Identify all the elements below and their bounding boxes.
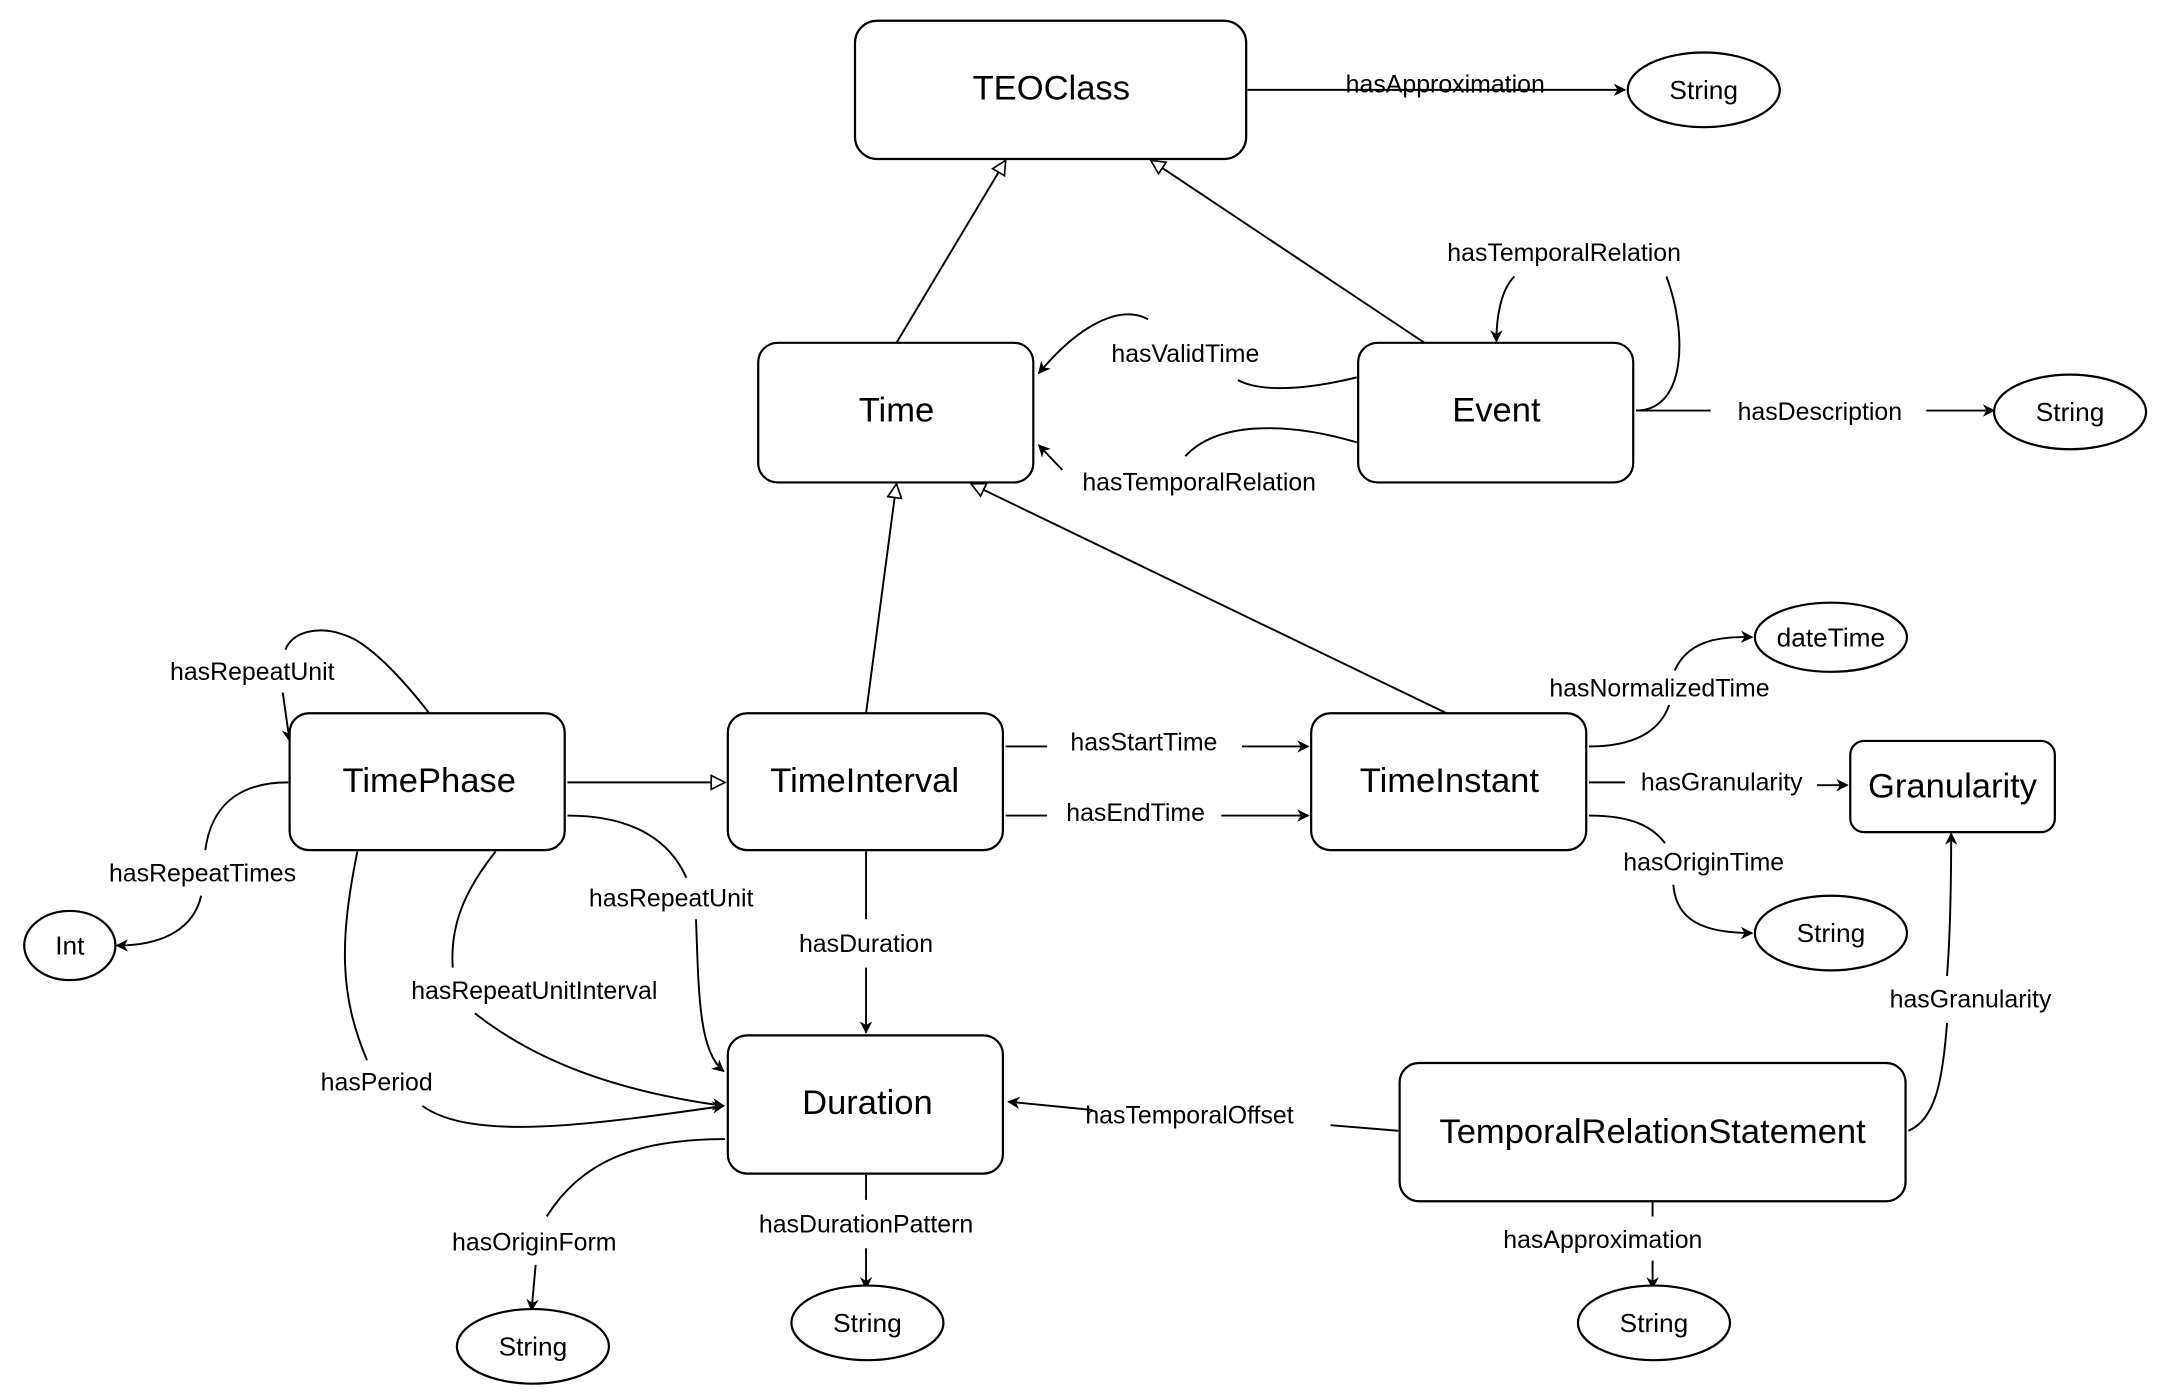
edge-label: hasPeriod xyxy=(321,1068,433,1096)
edge-event-hastemporalrelation-time xyxy=(1039,427,1358,471)
class-label: Duration xyxy=(802,1084,933,1122)
edge-label: hasNormalizedTime xyxy=(1549,674,1769,702)
datatype-label: Int xyxy=(55,931,85,961)
edge-timeinstant-hasnormalizedtime xyxy=(1589,637,1752,748)
class-label: TimeInterval xyxy=(770,762,959,800)
edge-label: hasTemporalRelation xyxy=(1082,468,1316,496)
datatype-node-string[interactable]: String xyxy=(455,1307,611,1385)
class-label: TimePhase xyxy=(343,762,516,800)
edge-timeinstant-hasorigintime xyxy=(1589,814,1752,933)
property-edges xyxy=(117,83,1994,1311)
class-label: TEOClass xyxy=(973,69,1130,107)
class-node-granularity[interactable]: Granularity xyxy=(1849,739,2056,834)
edge-timeinstant-hasgranularity xyxy=(1589,782,1847,785)
edge-timephase-hasrepeatunit-self xyxy=(283,629,431,740)
edge-event-hastemporalrelation-self xyxy=(1496,275,1681,412)
datatype-node-string[interactable]: String xyxy=(790,1284,945,1362)
edge-label: hasStartTime xyxy=(1070,728,1217,756)
edge-label: hasGranularity xyxy=(1890,985,2052,1013)
datatype-label: dateTime xyxy=(1777,622,1885,652)
edge-label: hasRepeatUnitInterval xyxy=(411,977,657,1005)
subclass-edge-timeinstant-time xyxy=(971,484,1448,715)
edge-timephase-hasrepeatunit-duration xyxy=(567,814,723,1072)
subclass-edges xyxy=(567,160,1448,782)
datatype-node-string[interactable]: String xyxy=(1992,373,2148,451)
edge-label: hasRepeatUnit xyxy=(170,658,335,686)
subclass-edge-timeinterval-time xyxy=(865,484,896,714)
edge-timephase-hasperiod-duration xyxy=(343,851,724,1128)
edge-label: hasOriginTime xyxy=(1623,849,1784,877)
datatype-label: String xyxy=(499,1331,568,1361)
edge-label: hasRepeatTimes xyxy=(109,860,296,888)
datatype-label: String xyxy=(2036,397,2105,427)
class-label: Event xyxy=(1452,392,1541,430)
datatype-node-string[interactable]: String xyxy=(1576,1284,1732,1362)
edge-label: hasRepeatUnit xyxy=(589,885,754,913)
edge-labels: hasApproximation hasTemporalRelation has… xyxy=(109,70,2052,1256)
edge-label: hasDuration xyxy=(799,930,933,958)
class-label: Granularity xyxy=(1868,768,2038,806)
edge-label: hasApproximation xyxy=(1503,1226,1702,1254)
edge-label: hasOriginForm xyxy=(452,1229,617,1257)
subclass-edge-time-teoclass xyxy=(895,160,1005,344)
edge-label: hasDurationPattern xyxy=(759,1211,973,1239)
class-node-time[interactable]: Time xyxy=(757,341,1035,484)
class-label: TimeInstant xyxy=(1360,762,1540,800)
datatype-node-string[interactable]: String xyxy=(1626,51,1781,129)
edge-label: hasTemporalRelation xyxy=(1447,239,1681,267)
datatype-label: String xyxy=(1669,75,1738,105)
edge-label: hasValidTime xyxy=(1111,340,1259,368)
edge-trs-hastemporaloffset xyxy=(1008,1102,1399,1132)
class-node-teoclass[interactable]: TEOClass xyxy=(853,19,1248,161)
datatype-label: String xyxy=(1797,918,1866,948)
class-node-temporalrelationstatement[interactable]: TemporalRelationStatement xyxy=(1398,1061,1907,1203)
edge-duration-hasoriginform xyxy=(532,1138,726,1310)
class-node-timeinstant[interactable]: TimeInstant xyxy=(1310,712,1588,852)
edge-event-hasvalidtime xyxy=(1039,313,1358,390)
class-label: Time xyxy=(859,392,935,430)
edge-label: hasTemporalOffset xyxy=(1085,1102,1293,1130)
edge-label: hasDescription xyxy=(1738,398,1903,426)
class-node-event[interactable]: Event xyxy=(1357,341,1635,484)
datatype-label: String xyxy=(1620,1308,1689,1338)
subclass-edge-event-teoclass xyxy=(1151,160,1426,344)
class-node-duration[interactable]: Duration xyxy=(726,1034,1005,1175)
edge-label: hasGranularity xyxy=(1641,768,1803,796)
datatype-label: String xyxy=(833,1308,902,1338)
edge-trs-hasgranularity xyxy=(1907,834,1951,1132)
datatype-node-datetime[interactable]: dateTime xyxy=(1753,601,1909,673)
edge-label: hasEndTime xyxy=(1066,799,1205,827)
edge-timephase-hasrepeatunitinterval-duration xyxy=(451,850,723,1106)
datatype-node-string[interactable]: String xyxy=(1753,894,1909,972)
class-node-timeinterval[interactable]: TimeInterval xyxy=(726,712,1005,852)
class-node-timephase[interactable]: TimePhase xyxy=(288,712,566,852)
datatype-node-int[interactable]: Int xyxy=(23,909,117,982)
class-label: TemporalRelationStatement xyxy=(1439,1113,1866,1151)
edge-timephase-hasrepeattimes xyxy=(117,781,289,945)
edge-label: hasApproximation xyxy=(1346,70,1545,98)
